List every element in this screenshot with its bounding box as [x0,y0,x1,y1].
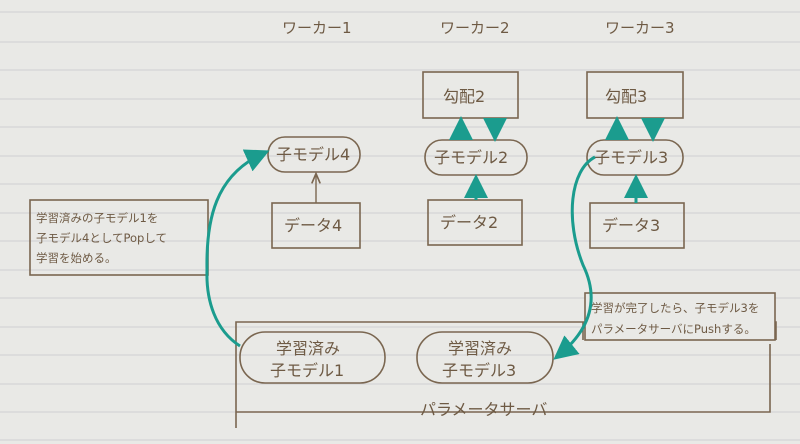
parameter-server-label: パラメータサーバ [420,400,547,419]
gradient-2-label: 勾配2 [443,87,485,106]
trained-model-1-line-2: 子モデル1 [270,361,344,380]
child-model-4-label: 子モデル4 [276,145,350,164]
right-note-box [584,292,776,341]
pop-flow-arrow [205,149,270,348]
parameter-server-base [236,344,771,413]
gradient-3-box [586,71,684,119]
right-note-line-2: パラメータサーバにPushする。 [591,322,756,336]
trained-model-3-line-1: 学習済み [448,339,512,358]
worker-3-header: ワーカー3 [605,19,675,37]
data-3-label: データ3 [602,216,660,235]
trained-model-1-line-1: 学習済み [276,339,340,358]
trained-model-3-node [416,331,554,384]
data-2-label: データ2 [440,213,498,232]
child-model-2-label: 子モデル2 [434,148,508,167]
gradient-3-label: 勾配3 [605,87,647,106]
worker-1-header: ワーカー1 [282,19,352,37]
trained-model-1-node [239,331,386,384]
data-4-label: データ4 [284,216,342,235]
child-model-3-label: 子モデル3 [594,148,668,167]
paper-lines [0,11,800,441]
worker-2-header: ワーカー2 [440,19,510,37]
left-note-line-2: 子モデル4としてPopして [36,231,167,245]
trained-model-3-line-2: 子モデル3 [442,361,516,380]
left-note-line-1: 学習済みの子モデル1を [36,211,158,225]
left-note-line-3: 学習を始める。 [36,251,117,265]
right-note-line-1: 学習が完了したら、子モデル3を [591,301,759,315]
push-flow-arrow [553,155,596,360]
